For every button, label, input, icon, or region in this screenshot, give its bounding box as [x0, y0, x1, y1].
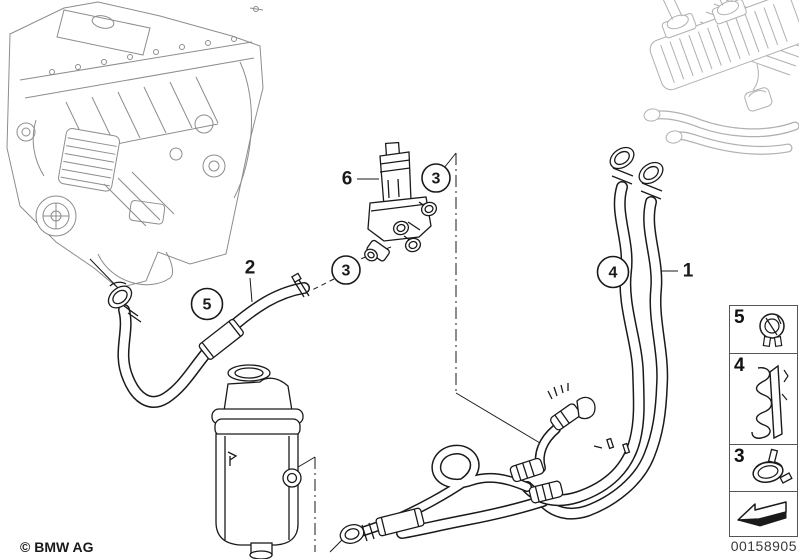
svg-text:4[interactable]: 4: [609, 265, 618, 282]
copyright-text: © BMW AG: [20, 539, 94, 555]
callout-4-clip[interactable]: 4: [596, 255, 630, 289]
expansion-tank-drawing: [211, 364, 304, 559]
part-number-text: 00158905: [730, 538, 797, 554]
hose-clip-icon: [759, 313, 785, 348]
water-hose-2-drawing: [107, 272, 310, 408]
svg-text:1[interactable]: 1: [683, 261, 694, 282]
engine-drawing: [6, 1, 264, 289]
svg-text:5[interactable]: 5: [203, 297, 212, 314]
direction-arrow-icon: [737, 501, 787, 527]
legend-direction-box[interactable]: [730, 492, 797, 536]
callout-3-upper[interactable]: 3: [421, 163, 451, 193]
leader-lines: [89, 152, 678, 552]
legend-item-5-label: 5: [734, 307, 745, 328]
legend-item-4[interactable]: 4: [730, 354, 797, 445]
callout-1-hoses[interactable]: 1: [683, 261, 694, 282]
svg-text:3[interactable]: 3: [342, 263, 351, 280]
heater-core-drawing: [643, 0, 799, 155]
svg-text:2[interactable]: 2: [245, 258, 256, 279]
callout-6-valve[interactable]: 6: [342, 169, 353, 190]
legend-item-3-label: 3: [734, 446, 745, 467]
callout-5-clamp[interactable]: 5: [190, 287, 224, 321]
svg-text:3[interactable]: 3: [432, 171, 441, 188]
hose-pair-1-drawing: [329, 146, 669, 553]
legend-panel: 5 4 3: [729, 305, 798, 537]
svg-text:6[interactable]: 6: [342, 169, 353, 190]
legend-item-5[interactable]: 5: [730, 306, 797, 354]
callout-3-lower[interactable]: 3: [331, 255, 361, 285]
callouts: 6 3 3 2 5 4 1: [190, 163, 694, 321]
spring-band-clamp-icon: [752, 448, 793, 484]
line-clip-icon: [751, 364, 789, 440]
water-valve-drawing: [364, 141, 438, 262]
callout-2-hose[interactable]: 2: [245, 258, 256, 279]
legend-item-4-label: 4: [734, 355, 745, 376]
legend-item-3[interactable]: 3: [730, 445, 797, 492]
